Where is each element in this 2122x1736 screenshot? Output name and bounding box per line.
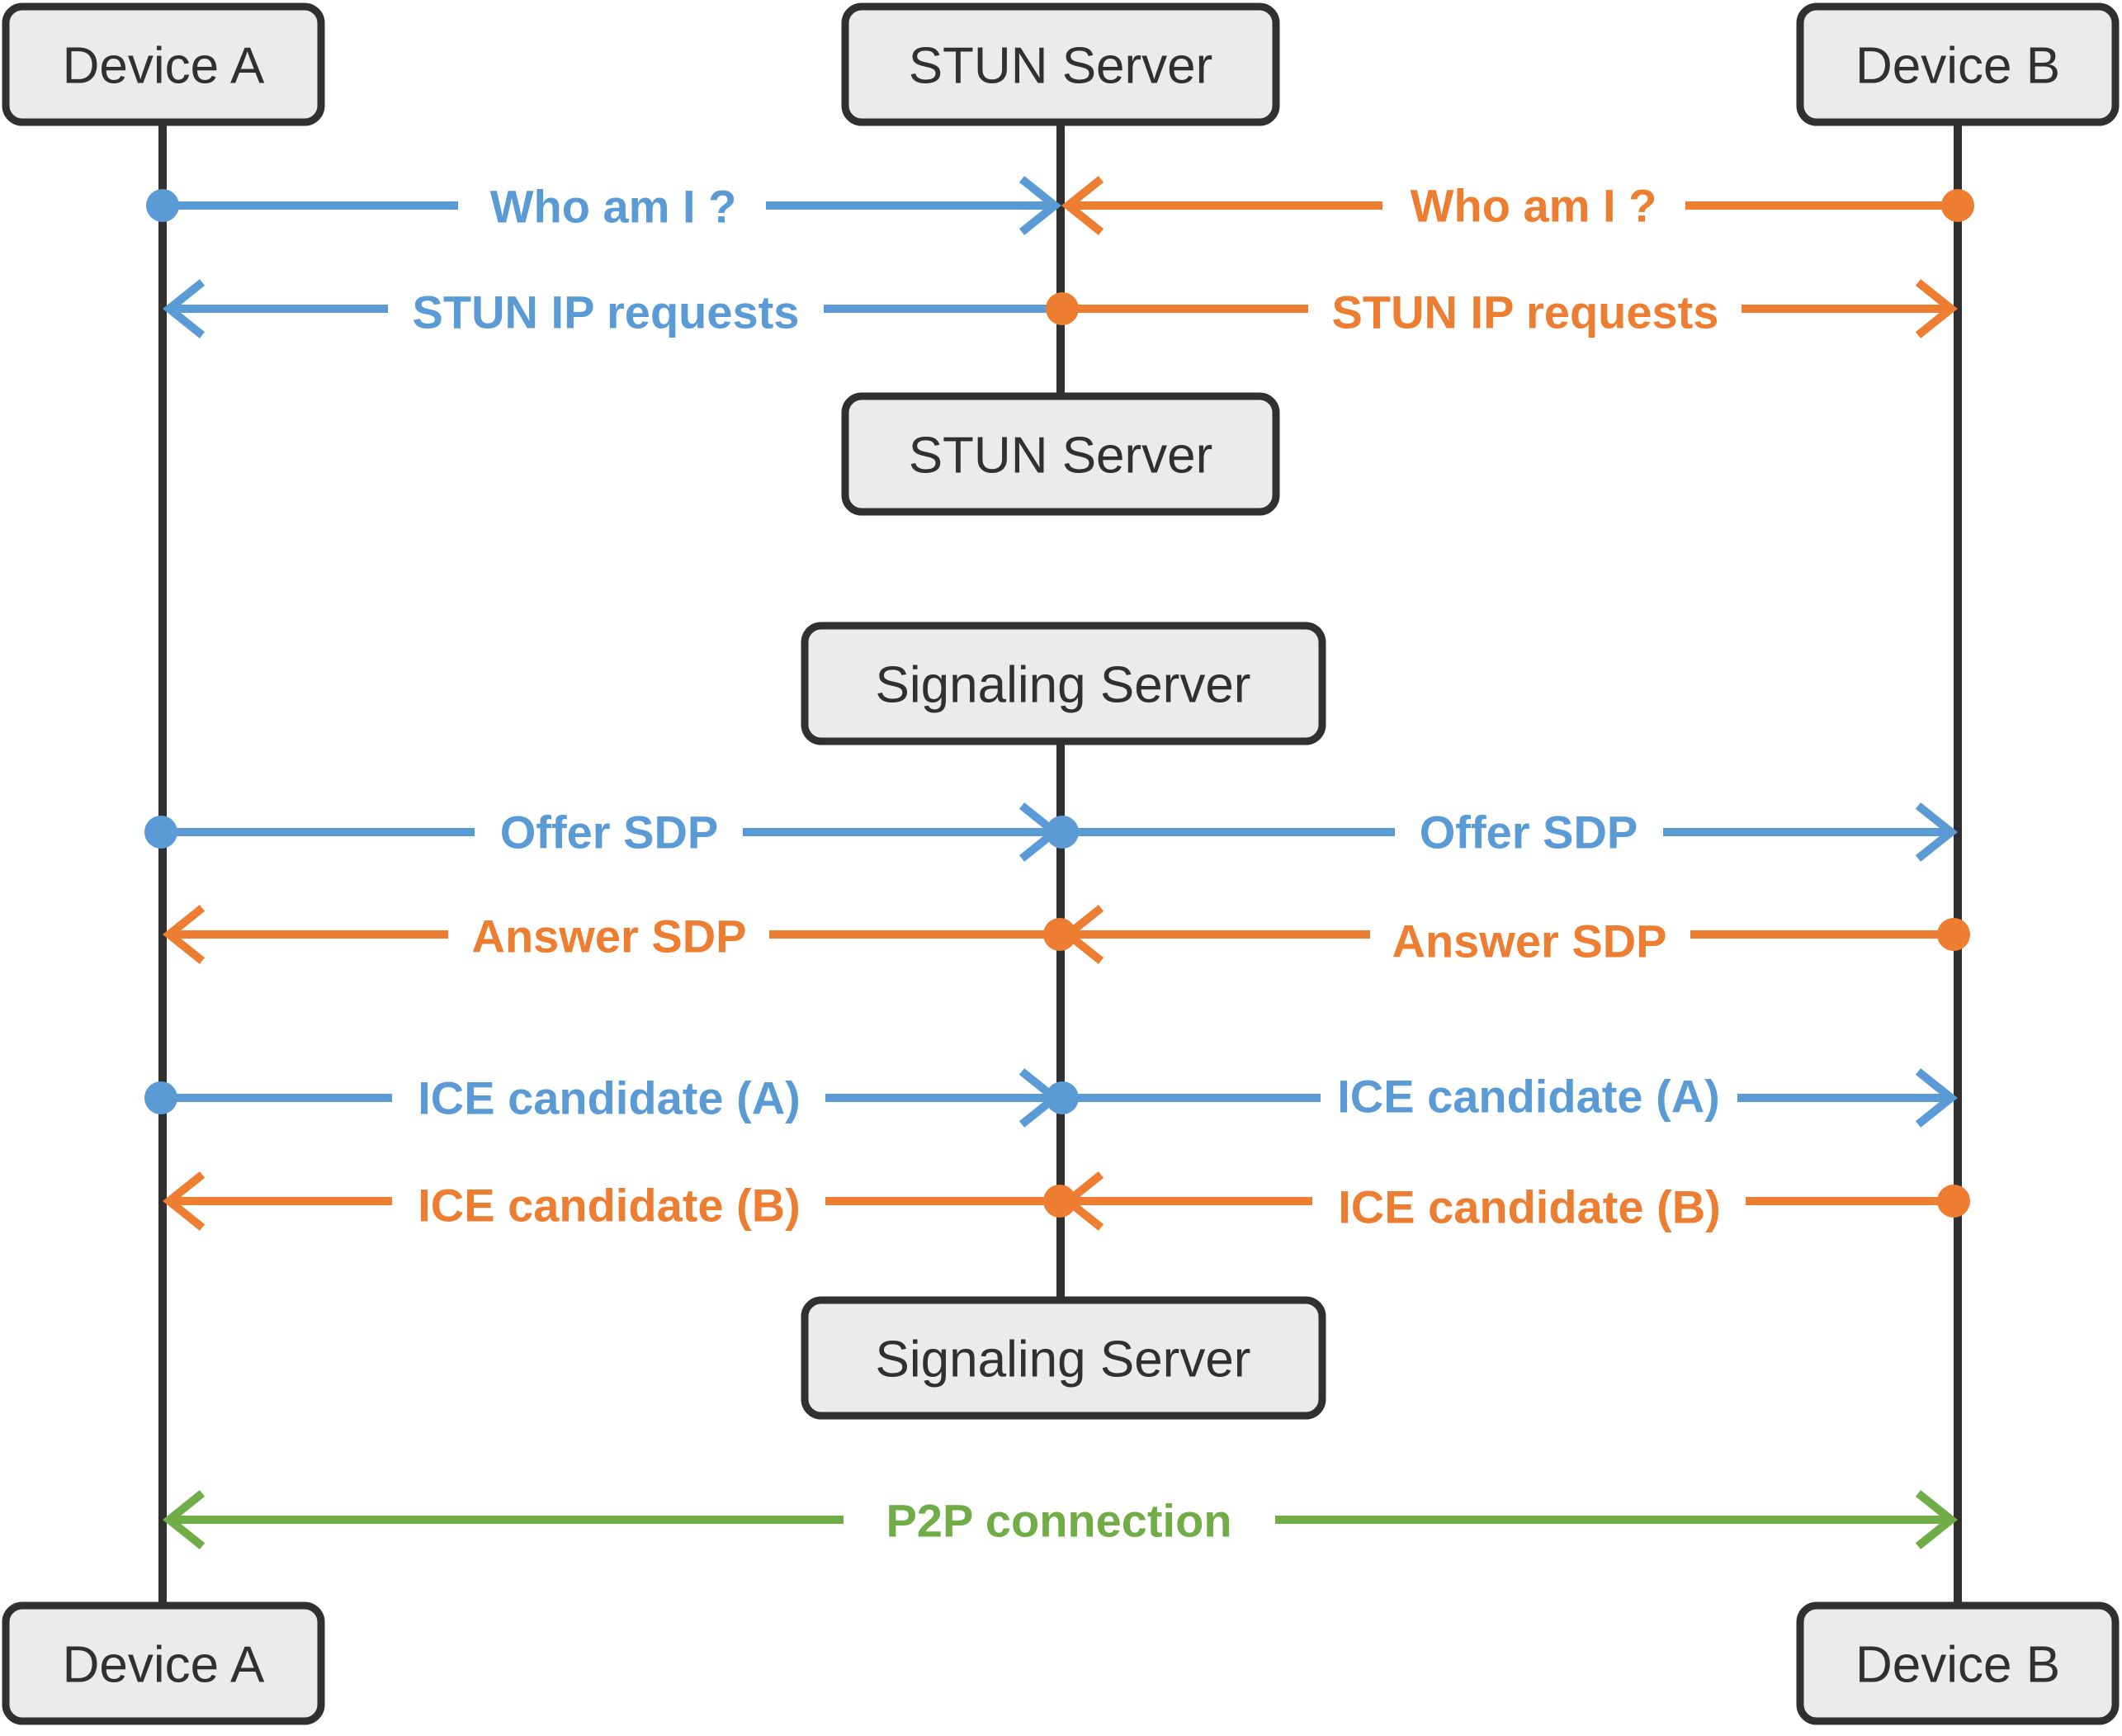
message-answer-sdp-2: Answer SDP [1061,905,1970,967]
device-a-label-bottom: Device A [63,1637,265,1694]
label-answer-sdp-1: Answer SDP [472,911,747,963]
message-who-am-i-a: Who am I ? [146,176,1062,235]
label-offer-sdp-1: Offer SDP [500,807,719,859]
label-who-am-i-b: Who am I ? [1411,180,1657,232]
message-answer-sdp-1: Answer SDP [162,905,1076,964]
signaling-server-label-top: Signaling Server [876,657,1251,714]
label-ice-candidate-b-2: ICE candidate (B) [1338,1181,1721,1233]
message-offer-sdp-1: Offer SDP [144,802,1062,862]
origin-dot [1941,189,1974,222]
message-stun-ip-requests-a: STUN IP requests [162,279,1061,338]
message-stun-ip-requests-b: STUN IP requests [1046,279,1959,338]
label-stun-ip-requests-a: STUN IP requests [413,286,800,338]
label-answer-sdp-2: Answer SDP [1392,915,1667,967]
origin-dot [144,1081,177,1114]
stun-server-label-bottom: STUN Server [909,428,1213,485]
origin-dot [1046,292,1079,325]
origin-dot [1043,1185,1076,1218]
label-ice-candidate-a-2: ICE candidate (A) [1337,1071,1720,1123]
stun-server-label-top: STUN Server [909,38,1213,95]
origin-dot [144,816,177,849]
label-offer-sdp-2: Offer SDP [1420,807,1638,859]
stun-server-box-top: STUN Server [841,2,1280,126]
origin-dot [1937,1185,1970,1218]
label-who-am-i-a: Who am I ? [490,181,737,233]
origin-dot [1043,918,1076,951]
message-ice-candidate-a-2: ICE candidate (A) [1046,1068,1959,1128]
origin-dot [146,189,179,222]
label-ice-candidate-a-1: ICE candidate (A) [418,1072,801,1124]
device-b-label-top: Device B [1855,38,2060,95]
message-offer-sdp-2: Offer SDP [1046,802,1959,862]
device-a-box-bottom: Device A [2,1601,325,1725]
signaling-server-label-bottom: Signaling Server [876,1332,1251,1388]
message-ice-candidate-b-2: ICE candidate (B) [1061,1171,1970,1233]
message-ice-candidate-b-1: ICE candidate (B) [162,1171,1076,1232]
label-stun-ip-requests-b: STUN IP requests [1332,286,1719,338]
label-ice-candidate-b-1: ICE candidate (B) [418,1180,801,1232]
signaling-server-box-top: Signaling Server [801,622,1326,745]
message-ice-candidate-a-1: ICE candidate (A) [144,1068,1062,1128]
device-a-box-top: Device A [2,2,325,126]
message-who-am-i-b: Who am I ? [1061,176,1974,235]
message-p2p-connection: P2P connection [162,1490,1959,1549]
device-b-box-bottom: Device B [1796,1601,2120,1725]
device-b-box-top: Device B [1796,2,2120,126]
origin-dot [1937,918,1970,951]
device-b-label-bottom: Device B [1855,1637,2060,1694]
stun-server-box-bottom: STUN Server [841,392,1280,516]
device-a-label-top: Device A [63,38,265,95]
label-p2p-connection: P2P connection [886,1495,1231,1547]
origin-dot [1046,816,1079,849]
origin-dot [1046,1081,1079,1114]
signaling-server-box-bottom: Signaling Server [801,1296,1326,1420]
